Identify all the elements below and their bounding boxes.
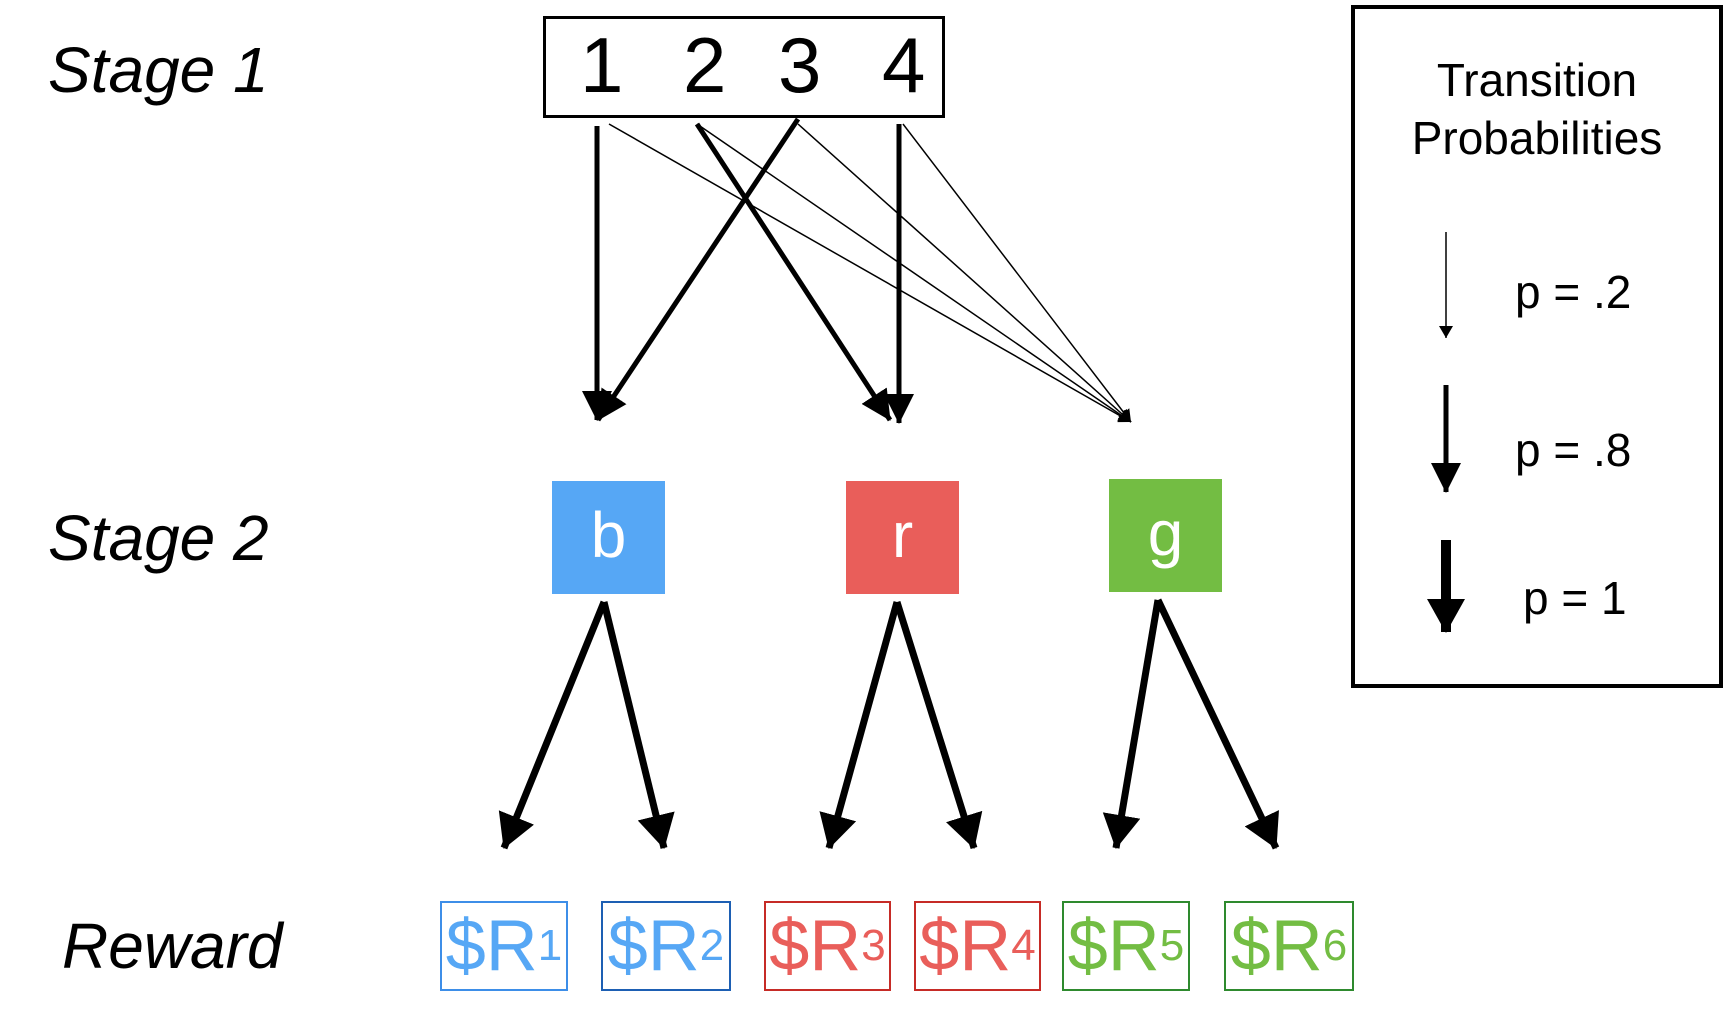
arrow-g-to-r6 — [1154, 598, 1280, 850]
state-g-label: g — [1147, 496, 1184, 569]
state-r-label: r — [891, 498, 914, 571]
arrow-4-to-g — [902, 123, 1132, 423]
stage-2-label: Stage 2 — [48, 502, 269, 574]
legend-label-p1: p = 1 — [1523, 572, 1627, 624]
arrow-2-to-r — [694, 122, 893, 422]
arrow-1-to-g — [608, 123, 1132, 423]
reward-6-prefix: $R — [1230, 906, 1323, 986]
arrow-b-to-r2 — [600, 601, 675, 849]
legend-box: Transition Probabilities p = .2 p = .8 p… — [1351, 5, 1723, 688]
arrow-2-to-g — [696, 123, 1132, 423]
arrow-b-to-r1 — [498, 600, 608, 850]
arrow-3-to-b — [595, 117, 801, 422]
legend-title-line-2: Probabilities — [1411, 112, 1663, 164]
state-g: g — [1109, 479, 1222, 592]
action-2: 2 — [683, 21, 727, 109]
arrow-r-to-r4 — [893, 600, 983, 850]
action-1: 1 — [580, 21, 624, 109]
reward-2-prefix: $R — [607, 906, 700, 986]
action-3: 3 — [778, 21, 822, 109]
legend-label-p08: p = .8 — [1515, 424, 1632, 476]
reward-1-prefix: $R — [445, 906, 538, 986]
stage-1-action-box — [543, 16, 945, 118]
legend-title-line-1: Transition — [1436, 54, 1638, 106]
arrow-r-to-r3 — [819, 601, 901, 849]
stage-1-label: Stage 1 — [48, 34, 269, 106]
legend-label-p02: p = .2 — [1515, 266, 1632, 318]
arrow-3-to-g — [797, 123, 1132, 423]
reward-5-prefix: $R — [1067, 906, 1160, 986]
reward-label: Reward — [62, 910, 283, 982]
reward-4-prefix: $R — [919, 906, 1012, 986]
reward-3-prefix: $R — [769, 906, 862, 986]
state-r: r — [846, 481, 959, 594]
state-b-label: b — [590, 498, 627, 571]
arrow-g-to-r5 — [1102, 599, 1162, 849]
legend-title: Transition Probabilities — [1355, 51, 1719, 167]
state-b: b — [552, 481, 665, 594]
action-4: 4 — [882, 21, 926, 109]
